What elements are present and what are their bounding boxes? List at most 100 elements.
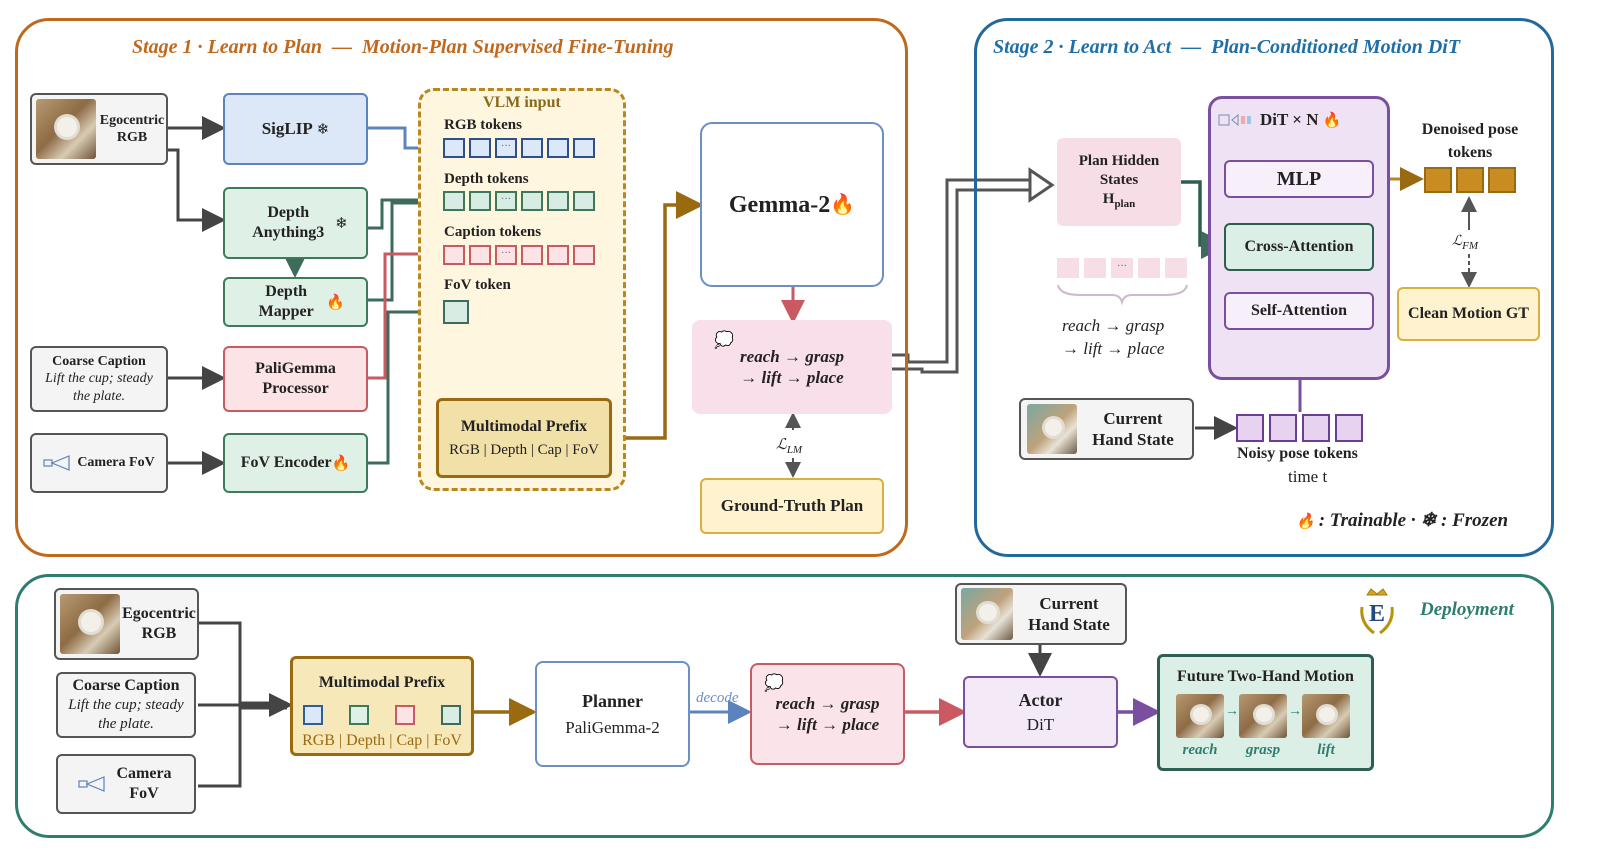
- fov-encoder-box: FoV Encoder 🔥: [223, 433, 368, 493]
- camera-fov-label: Camera FoV: [77, 455, 155, 471]
- fov-token: [443, 300, 469, 324]
- self-attention-box: Self-Attention: [1224, 292, 1374, 330]
- vlm-input-title: VLM input: [483, 94, 561, 111]
- arrow-fovenc-fovtoken: [368, 300, 444, 465]
- dep-hand-state-photo: [961, 588, 1013, 640]
- ego-rgb-photo: [36, 99, 96, 159]
- dit-title: DiT × N 🔥: [1218, 110, 1341, 130]
- frame-arrow-icon: →: [1288, 704, 1302, 719]
- hidden-state-brace: [1057, 284, 1188, 306]
- stage1-title: Stage 1 · Learn to Plan — Motion-Plan Su…: [132, 36, 674, 58]
- fire-icon: 🔥: [1322, 111, 1342, 129]
- stage1-plan-box: 💭 reach → grasp → lift → place: [692, 320, 892, 414]
- mlp-label: MLP: [1276, 167, 1322, 190]
- depth-token: [547, 191, 569, 211]
- gemma-label: Gemma-2: [728, 191, 831, 218]
- paligemma-processor-box: PaliGemma Processor: [223, 346, 368, 412]
- noisy-pose-token: [1302, 414, 1330, 442]
- caption-token: [547, 245, 569, 265]
- arrow-ego-depth: [168, 148, 226, 232]
- snowflake-icon: ❄: [316, 119, 330, 138]
- transfer-arrow-inner: [892, 188, 1030, 374]
- rgb-tokens-label: RGB tokens: [444, 117, 522, 133]
- plan-hidden-states-box: Plan Hidden States Hplan: [1057, 138, 1181, 226]
- laurel-crown-icon: E: [1360, 588, 1394, 635]
- coarse-caption-text: Lift the cup; steady the plate.: [45, 371, 153, 404]
- rgb-token: [573, 138, 595, 158]
- dit-label: DiT × N: [1260, 110, 1319, 129]
- caption-tokens-label: Caption tokens: [444, 224, 542, 240]
- stage1-panel: [15, 18, 908, 557]
- arrow-processor-captiontokens: [368, 242, 444, 380]
- stage1-plan-line1: reach → grasp: [740, 346, 844, 366]
- hand-state-photo: [1027, 404, 1077, 454]
- dep-camera-fov-box: Camera FoV: [56, 754, 196, 814]
- dep-coarse-caption-text: Lift the cup; steady the plate.: [68, 697, 184, 732]
- caption-token: [521, 245, 543, 265]
- caption-token: [573, 245, 595, 265]
- dep-camera-fov-label: Camera FoV: [116, 765, 172, 802]
- depth-square: [349, 705, 369, 725]
- dep-plan-box: 💭 reach → grasp → lift → place: [750, 663, 905, 765]
- depth-token: [443, 191, 465, 211]
- dep-plan-line1: reach → grasp: [775, 693, 880, 713]
- denoised-pose-token: [1424, 167, 1452, 193]
- motion-frame-grasp: [1239, 694, 1287, 738]
- clean-motion-gt-label: Clean Motion GT: [1408, 305, 1529, 322]
- stage2-title: Stage 2 · Learn to Act — Plan-Conditione…: [993, 36, 1461, 58]
- multimodal-prefix-label: Multimodal Prefix: [460, 417, 588, 435]
- coarse-caption-title: Coarse Caption: [52, 353, 146, 369]
- thought-bubble-icon: 💭: [714, 330, 734, 349]
- depth-mapper-box: Depth Mapper 🔥: [223, 277, 368, 327]
- rgb-token: [547, 138, 569, 158]
- loss-fm-label: ℒFM: [1452, 234, 1478, 252]
- hidden-state-token: ···: [1111, 258, 1133, 278]
- ego-rgb-box: Egocentric RGB: [30, 93, 168, 165]
- cross-attention-label: Cross-Attention: [1244, 238, 1354, 255]
- arrow-dep-ego: [198, 621, 287, 705]
- fov-square: [441, 705, 461, 725]
- rgb-token: [469, 138, 491, 158]
- legend-text: : Trainable · ❄ : Frozen: [1318, 510, 1509, 531]
- clean-motion-gt-box: Clean Motion GT: [1397, 287, 1540, 341]
- rgb-token: [443, 138, 465, 158]
- siglip-box: SigLIP ❄: [223, 93, 368, 165]
- fire-icon: 🔥: [326, 292, 345, 311]
- dep-current-hand-state-label: Current Hand State: [1028, 593, 1110, 634]
- rgb-token: ···: [495, 138, 517, 158]
- cross-attention-box: Cross-Attention: [1224, 223, 1374, 271]
- noisy-pose-tokens-label: Noisy pose tokens: [1237, 445, 1358, 462]
- caption-token: [469, 245, 491, 265]
- planner-box: Planner PaliGemma-2: [535, 661, 690, 767]
- planner-label: Planner: [582, 691, 643, 712]
- denoised-pose-token: [1488, 167, 1516, 193]
- dep-ego-rgb-photo: [60, 594, 120, 654]
- stage2-panel: [974, 18, 1554, 557]
- dep-multimodal-prefix-parts: RGB | Depth | Cap | FoV: [302, 732, 462, 749]
- deployment-title: Deployment: [1420, 599, 1514, 620]
- mlp-box: MLP: [1224, 160, 1374, 198]
- actor-label: Actor: [1018, 690, 1063, 711]
- current-hand-state-box: Current Hand State: [1019, 398, 1194, 460]
- dep-plan-line2: → lift → place: [775, 715, 880, 734]
- motion-frame-lift: [1302, 694, 1350, 738]
- dep-prefix-squares: [303, 705, 461, 725]
- loss-lm-label: ℒLM: [776, 437, 803, 456]
- hidden-state-token: [1057, 258, 1079, 278]
- self-attention-label: Self-Attention: [1251, 302, 1347, 319]
- caption-token: [443, 245, 465, 265]
- noisy-pose-token: [1236, 414, 1264, 442]
- rgb-square: [303, 705, 323, 725]
- dit-icon: [1218, 113, 1251, 127]
- fov-encoder-label: FoV Encoder: [240, 454, 332, 471]
- logo-letter: E: [1369, 601, 1385, 627]
- stage1-plan-line2: → lift → place: [740, 368, 844, 387]
- fire-icon: 🔥: [331, 453, 351, 472]
- multimodal-prefix-parts: RGB | Depth | Cap | FoV: [449, 441, 599, 458]
- depth-mapper-label: Depth Mapper: [258, 283, 314, 320]
- dep-current-hand-state-box: Current Hand State: [955, 583, 1127, 645]
- gemma-box: Gemma-2 🔥: [700, 122, 884, 287]
- planner-model: PaliGemma-2: [565, 717, 660, 737]
- arrow-mapper-depthtokens: [368, 201, 438, 302]
- denoised-pose-tokens-label: Denoised pose tokens: [1421, 121, 1519, 162]
